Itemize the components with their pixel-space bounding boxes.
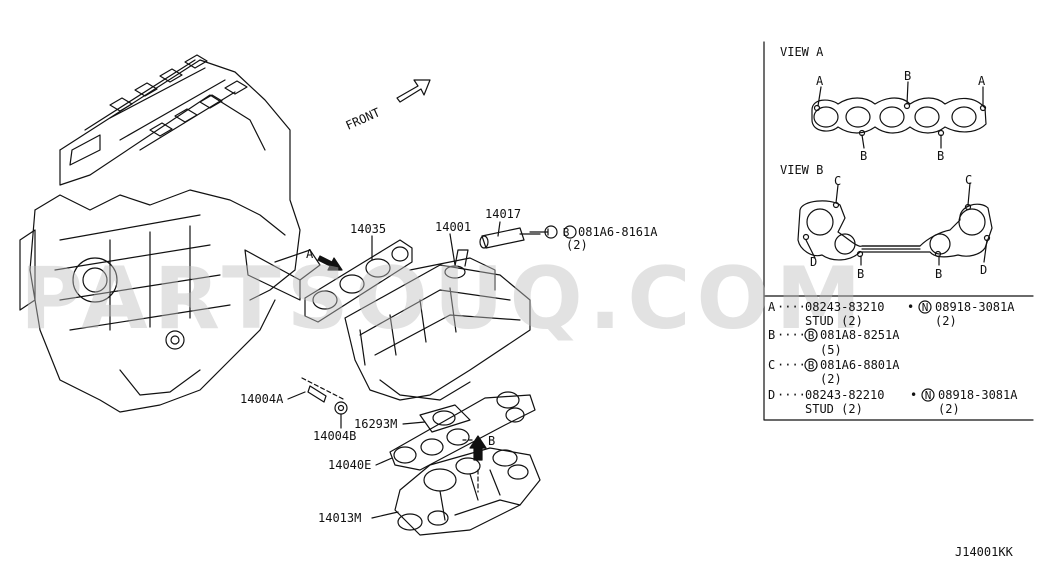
legend-part-b1: 081A8-8251A: [820, 328, 900, 342]
callout-14004a: 14004A: [240, 392, 284, 406]
gasket-16293m: [419, 404, 471, 433]
view-a-label-b-left: B: [860, 149, 867, 163]
view-b-pointer-arrow: [469, 435, 487, 461]
callout-bolt-code: 081A6-8161A: [578, 225, 658, 239]
view-a-gasket: [811, 81, 987, 149]
legend-dots-c: ····: [777, 358, 806, 372]
legend-key-d: D: [768, 388, 775, 402]
view-a-title: VIEW A: [780, 45, 824, 59]
view-b-label-d-left: D: [810, 255, 817, 269]
engine-illustration: [19, 54, 321, 413]
legend-row-b: B ···· B 081A8-8251A (5): [768, 328, 900, 357]
legend-part-d1: 08243-82210: [805, 388, 884, 402]
callout-14004b: 14004B: [313, 429, 356, 443]
callout-16293m: 16293M: [354, 417, 397, 431]
view-b-gasket: [797, 182, 993, 266]
view-a-pointer-arrow: [317, 255, 343, 271]
legend-qty-b: (5): [820, 343, 842, 357]
legend-key-c: C: [768, 358, 775, 372]
legend-mark-b: B: [808, 329, 815, 342]
gasket-14035: [304, 239, 413, 323]
legend-sep-a: •: [907, 300, 914, 314]
legend-dots-a: ····: [777, 300, 806, 314]
legend-row-a: A ···· 08243-83210 • N 08918-3081A STUD …: [768, 300, 1015, 328]
view-b-label-c-right: C: [965, 173, 972, 187]
legend-qty-d1: STUD (2): [805, 402, 863, 416]
drawing-code: J14001KK: [955, 545, 1014, 559]
legend-qty-d2: (2): [938, 402, 960, 416]
legend-key-a: A: [768, 300, 776, 314]
legend-part-a2: 08918-3081A: [935, 300, 1015, 314]
gasket-14040e: [389, 391, 536, 471]
callout-14040e: 14040E: [328, 458, 371, 472]
bolt-081a6-8161a: [529, 225, 558, 239]
intake-manifold-14001: [344, 249, 531, 401]
arrow-b-label: B: [488, 434, 495, 448]
callout-14013m: 14013M: [318, 511, 361, 525]
pipe-14017: [479, 227, 541, 249]
callout-14001: 14001: [435, 220, 471, 234]
callout-bolt-qty: (2): [566, 238, 588, 252]
legend-dots-b: ····: [777, 328, 806, 342]
front-label: FRONT: [344, 105, 383, 132]
legend-qty-a1: STUD (2): [805, 314, 863, 328]
view-b-label-b-right: B: [935, 267, 942, 281]
watermark: PARTSOUQ.COM: [20, 249, 867, 349]
view-a-label-a-right: A: [978, 74, 986, 88]
view-a-label-b-top: B: [904, 69, 911, 83]
legend-row-d: D ···· 08243-82210 • N 08918-3081A STUD …: [768, 388, 1018, 416]
legend-dots-d: ····: [777, 388, 806, 402]
lower-manifold-14013m: [394, 447, 541, 536]
legend-qty-a2: (2): [935, 314, 957, 328]
view-a-label-b-right: B: [937, 149, 944, 163]
legend-mark-a: N: [922, 301, 929, 314]
view-panel-frame: [763, 41, 1034, 421]
view-b-label-c-left: C: [834, 174, 841, 188]
legend-part-a1: 08243-83210: [805, 300, 884, 314]
legend-sep-d: •: [910, 388, 917, 402]
stud-14004a: [301, 377, 346, 403]
legend-part-d2: 08918-3081A: [938, 388, 1018, 402]
view-b-label-b-left: B: [857, 267, 864, 281]
bolt-mark-b: B: [563, 226, 570, 239]
view-a-label-a-left: A: [816, 74, 824, 88]
legend-key-b: B: [768, 328, 775, 342]
view-b-label-d-right: D: [980, 263, 987, 277]
nut-14004b: [334, 401, 348, 415]
arrow-a-label: A: [306, 247, 314, 261]
legend-mark-d: N: [925, 389, 932, 402]
legend-marks: [563, 225, 935, 402]
front-arrow: [396, 79, 431, 103]
callout-14017: 14017: [485, 207, 521, 221]
legend-mark-c: B: [808, 359, 815, 372]
legend-row-c: C ···· B 081A6-8801A (2): [768, 358, 900, 386]
legend-qty-c: (2): [820, 372, 842, 386]
legend-part-c1: 081A6-8801A: [820, 358, 900, 372]
view-b-title: VIEW B: [780, 163, 823, 177]
callout-14035: 14035: [350, 222, 386, 236]
